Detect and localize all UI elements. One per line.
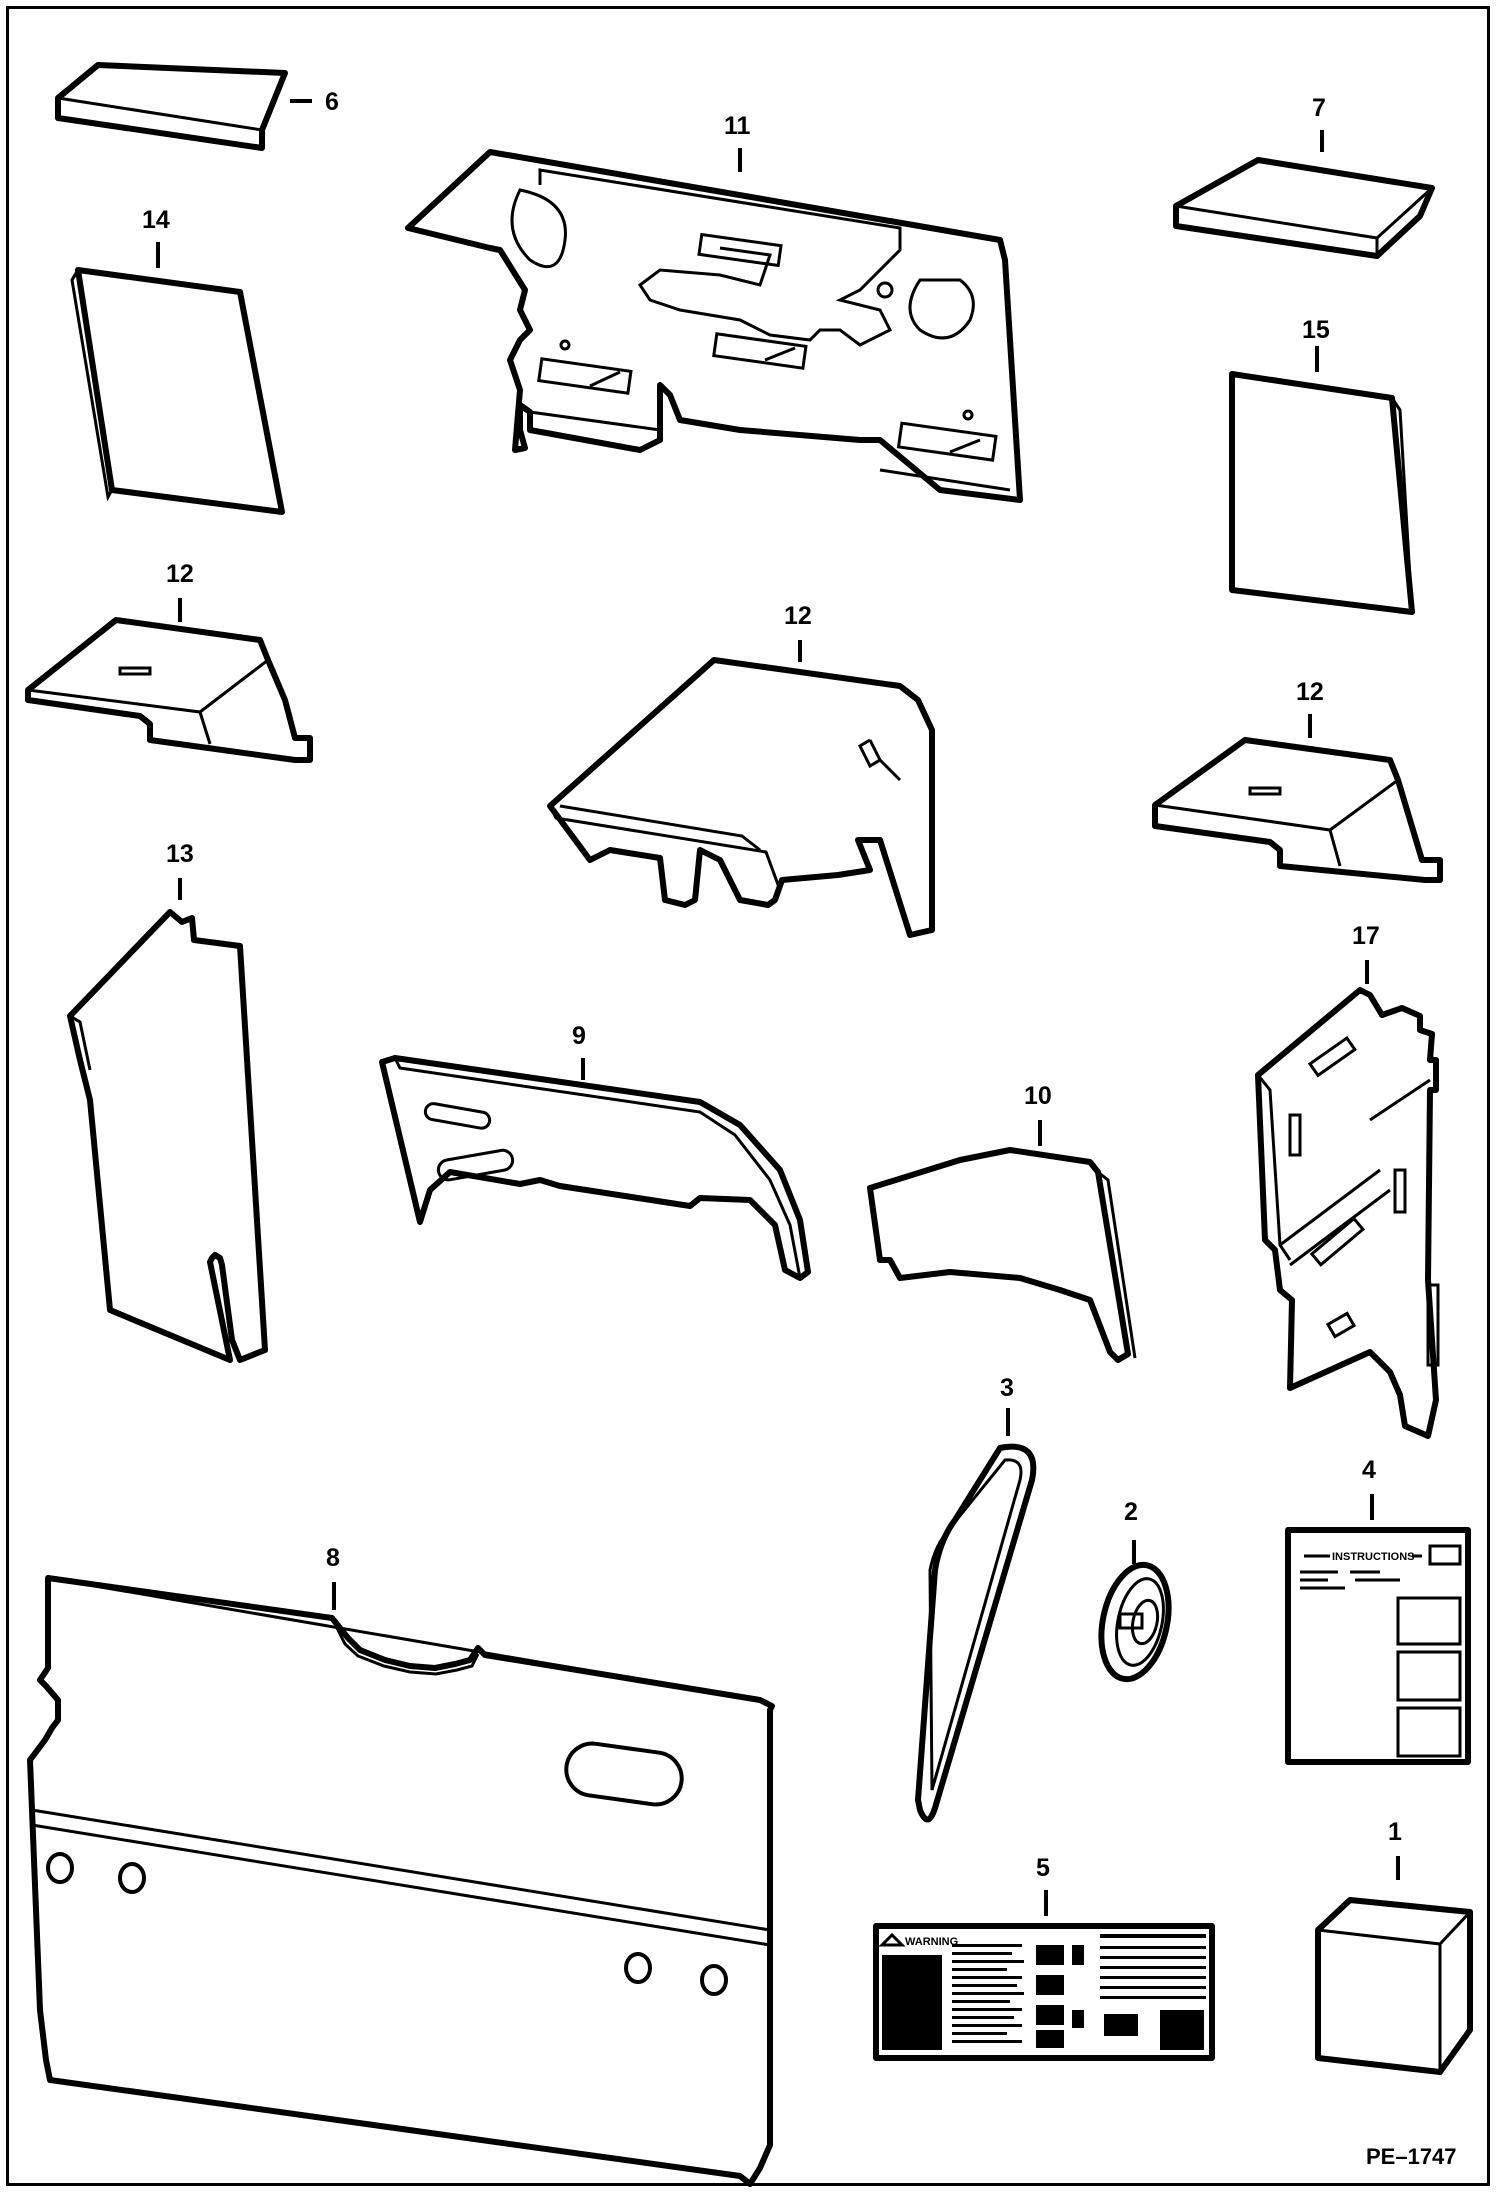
part-16-foam-panel xyxy=(1229,371,1415,615)
callout-6: 6 xyxy=(325,88,339,116)
part-8-rear-panel xyxy=(27,1575,775,2187)
callout-2: 2 xyxy=(1124,1498,1138,1526)
callout-10: 10 xyxy=(1024,1082,1052,1110)
decal-pictograms xyxy=(1036,1945,1138,2048)
callout-15: 14 xyxy=(142,206,170,234)
diagram-id: PE–1747 xyxy=(1366,2144,1457,2169)
part-12-bracket-left xyxy=(25,617,313,763)
part-17-side-foam xyxy=(1255,987,1440,1439)
callout-4: 4 xyxy=(1362,1456,1376,1484)
part-3-belt xyxy=(915,1443,1037,1823)
part-15-foam-panel xyxy=(70,267,285,515)
callout-16: 15 xyxy=(1302,316,1330,344)
part-12-bracket-right xyxy=(1152,737,1443,883)
part-10-fender-liner xyxy=(867,1147,1137,1363)
decal-text-lines xyxy=(952,1944,1024,2043)
part-1-box xyxy=(1315,1897,1473,2075)
part-2-pulley xyxy=(1098,1561,1172,1683)
decal-table xyxy=(1100,1934,1206,2050)
instructions-heading: INSTRUCTIONS xyxy=(1332,1551,1415,1563)
callout-5: 5 xyxy=(1036,1854,1050,1882)
callout-11: 11 xyxy=(724,112,751,140)
part-14-side-panel xyxy=(67,909,268,1363)
callout-3: 3 xyxy=(1000,1374,1014,1402)
callout-7: 7 xyxy=(1312,94,1326,122)
callout-17: 17 xyxy=(1352,922,1380,950)
callout-1: 1 xyxy=(1388,1818,1402,1846)
part-13-cover xyxy=(547,657,935,938)
callout-14: 13 xyxy=(166,840,194,868)
callout-8: 8 xyxy=(326,1544,340,1572)
part-9-fender-liner xyxy=(379,1055,811,1281)
warning-heading: WARNING xyxy=(905,1936,958,1948)
callout-12-right: 12 xyxy=(1296,678,1324,706)
part-6-foam-pad xyxy=(55,62,288,151)
part-5-decal: WARNING xyxy=(873,1923,1215,2061)
callout-12-left: 12 xyxy=(166,560,194,588)
part-11-front-panel xyxy=(405,149,1023,503)
callout-13: 12 xyxy=(784,602,812,630)
part-4-instructions: INSTRUCTIONS xyxy=(1285,1527,1471,1765)
callout-9: 9 xyxy=(572,1022,586,1050)
part-7-foam-pad xyxy=(1173,157,1435,259)
